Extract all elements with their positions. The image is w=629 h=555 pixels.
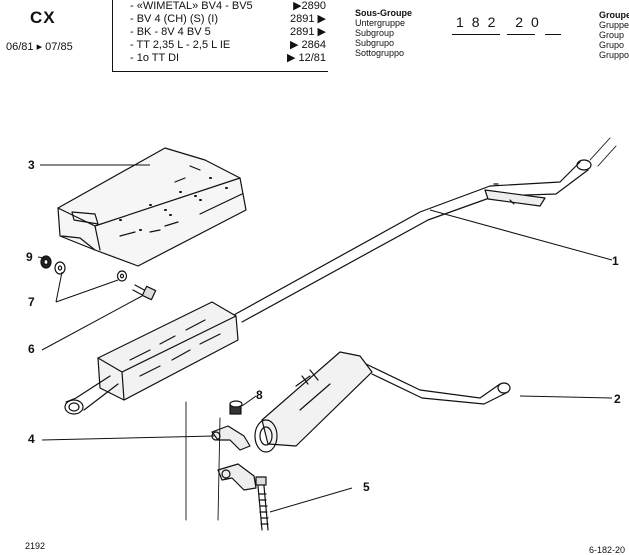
code-underline: [452, 34, 500, 35]
rear-silencer: [254, 351, 373, 453]
callout-1: 1: [612, 254, 619, 268]
fastener-bolt: [132, 284, 157, 301]
callout-6: 6: [28, 342, 35, 356]
group-label-it: Gruppo: [599, 50, 629, 60]
code-underline: [507, 34, 535, 35]
clamp-bolt: [255, 476, 269, 531]
variant-label: - BV 4 (CH) (S) (I): [130, 13, 218, 25]
callout-7: 7: [28, 295, 35, 309]
subgroup-label-de: Untergruppe: [355, 18, 406, 28]
variant-label: - TT 2,35 L - 2,5 L IE: [130, 39, 231, 51]
guide-lines: [185, 137, 617, 521]
subgroup-label-it: Sottogruppo: [355, 48, 405, 58]
subgroup-labels: Sous-Groupe Untergruppe Subgroup Subgrup…: [355, 8, 412, 58]
clamp-nut: [229, 400, 243, 415]
subgroup-code: 182 20: [456, 14, 547, 30]
callout-8: 8: [256, 388, 263, 402]
group-label-de: Gruppe: [599, 20, 629, 30]
variant-list: - «WIMETAL» BV4 - BV5 ▶2890 - BV 4 (CH) …: [118, 0, 328, 65]
callout-2: 2: [614, 392, 621, 406]
code-underline: [545, 34, 561, 35]
variant-code: 2891 ▶: [290, 26, 326, 38]
callout-5: 5: [363, 480, 370, 494]
page-number: 2192: [25, 541, 46, 551]
group-labels: Groupe Gruppe Group Grupo Gruppo: [599, 10, 629, 60]
front-pipe: [231, 159, 592, 323]
variant-row: - BV 4 (CH) (S) (I) 2891 ▶: [118, 13, 328, 26]
variant-row: - BK - 8V 4 BV 5 2891 ▶: [118, 26, 328, 39]
callout-3: 3: [28, 158, 35, 172]
subgroup-label-es: Subgrupo: [355, 38, 395, 48]
header-divider-horizontal: [112, 71, 328, 72]
header-divider-vertical: [112, 0, 113, 72]
variant-code: ▶2890: [293, 0, 326, 12]
date-range: 06/81 ▸ 07/85: [6, 41, 73, 53]
header: CX 06/81 ▸ 07/85 - «WIMETAL» BV4 - BV5 ▶…: [0, 0, 629, 72]
callout-9: 9: [26, 250, 33, 264]
variant-code: ▶ 12/81: [286, 52, 326, 64]
variant-row: - «WIMETAL» BV4 - BV5 ▶2890: [118, 0, 328, 13]
group-label-es: Grupo: [599, 40, 625, 50]
front-silencer: [64, 301, 239, 415]
variant-code: ▶ 2864: [290, 39, 326, 51]
fastener-nut: [40, 255, 52, 269]
subgroup-label-en: Subgroup: [355, 28, 395, 38]
reference-code: 6-182-20: [589, 545, 626, 555]
subgroup-label-fr: Sous-Groupe: [355, 8, 413, 18]
fastener-washer: [116, 270, 128, 282]
group-label-en: Group: [599, 30, 625, 40]
leader-lines: [37, 164, 613, 513]
variant-label: - BK - 8V 4 BV 5: [130, 26, 211, 38]
callout-4: 4: [28, 432, 35, 446]
variant-row: - TT 2,35 L - 2,5 L IE ▶ 2864: [118, 39, 328, 52]
variant-code: 2891 ▶: [290, 13, 326, 25]
variant-label: - 1o TT DI: [130, 52, 180, 64]
model-name: CX: [30, 8, 56, 27]
fastener-washer: [54, 261, 66, 275]
tail-pipe: [365, 363, 511, 405]
variant-label: - «WIMETAL» BV4 - BV5: [130, 0, 253, 12]
variant-row: - 1o TT DI ▶ 12/81: [118, 52, 328, 65]
heat-shield: [57, 147, 247, 267]
group-label-fr: Groupe: [599, 10, 629, 20]
